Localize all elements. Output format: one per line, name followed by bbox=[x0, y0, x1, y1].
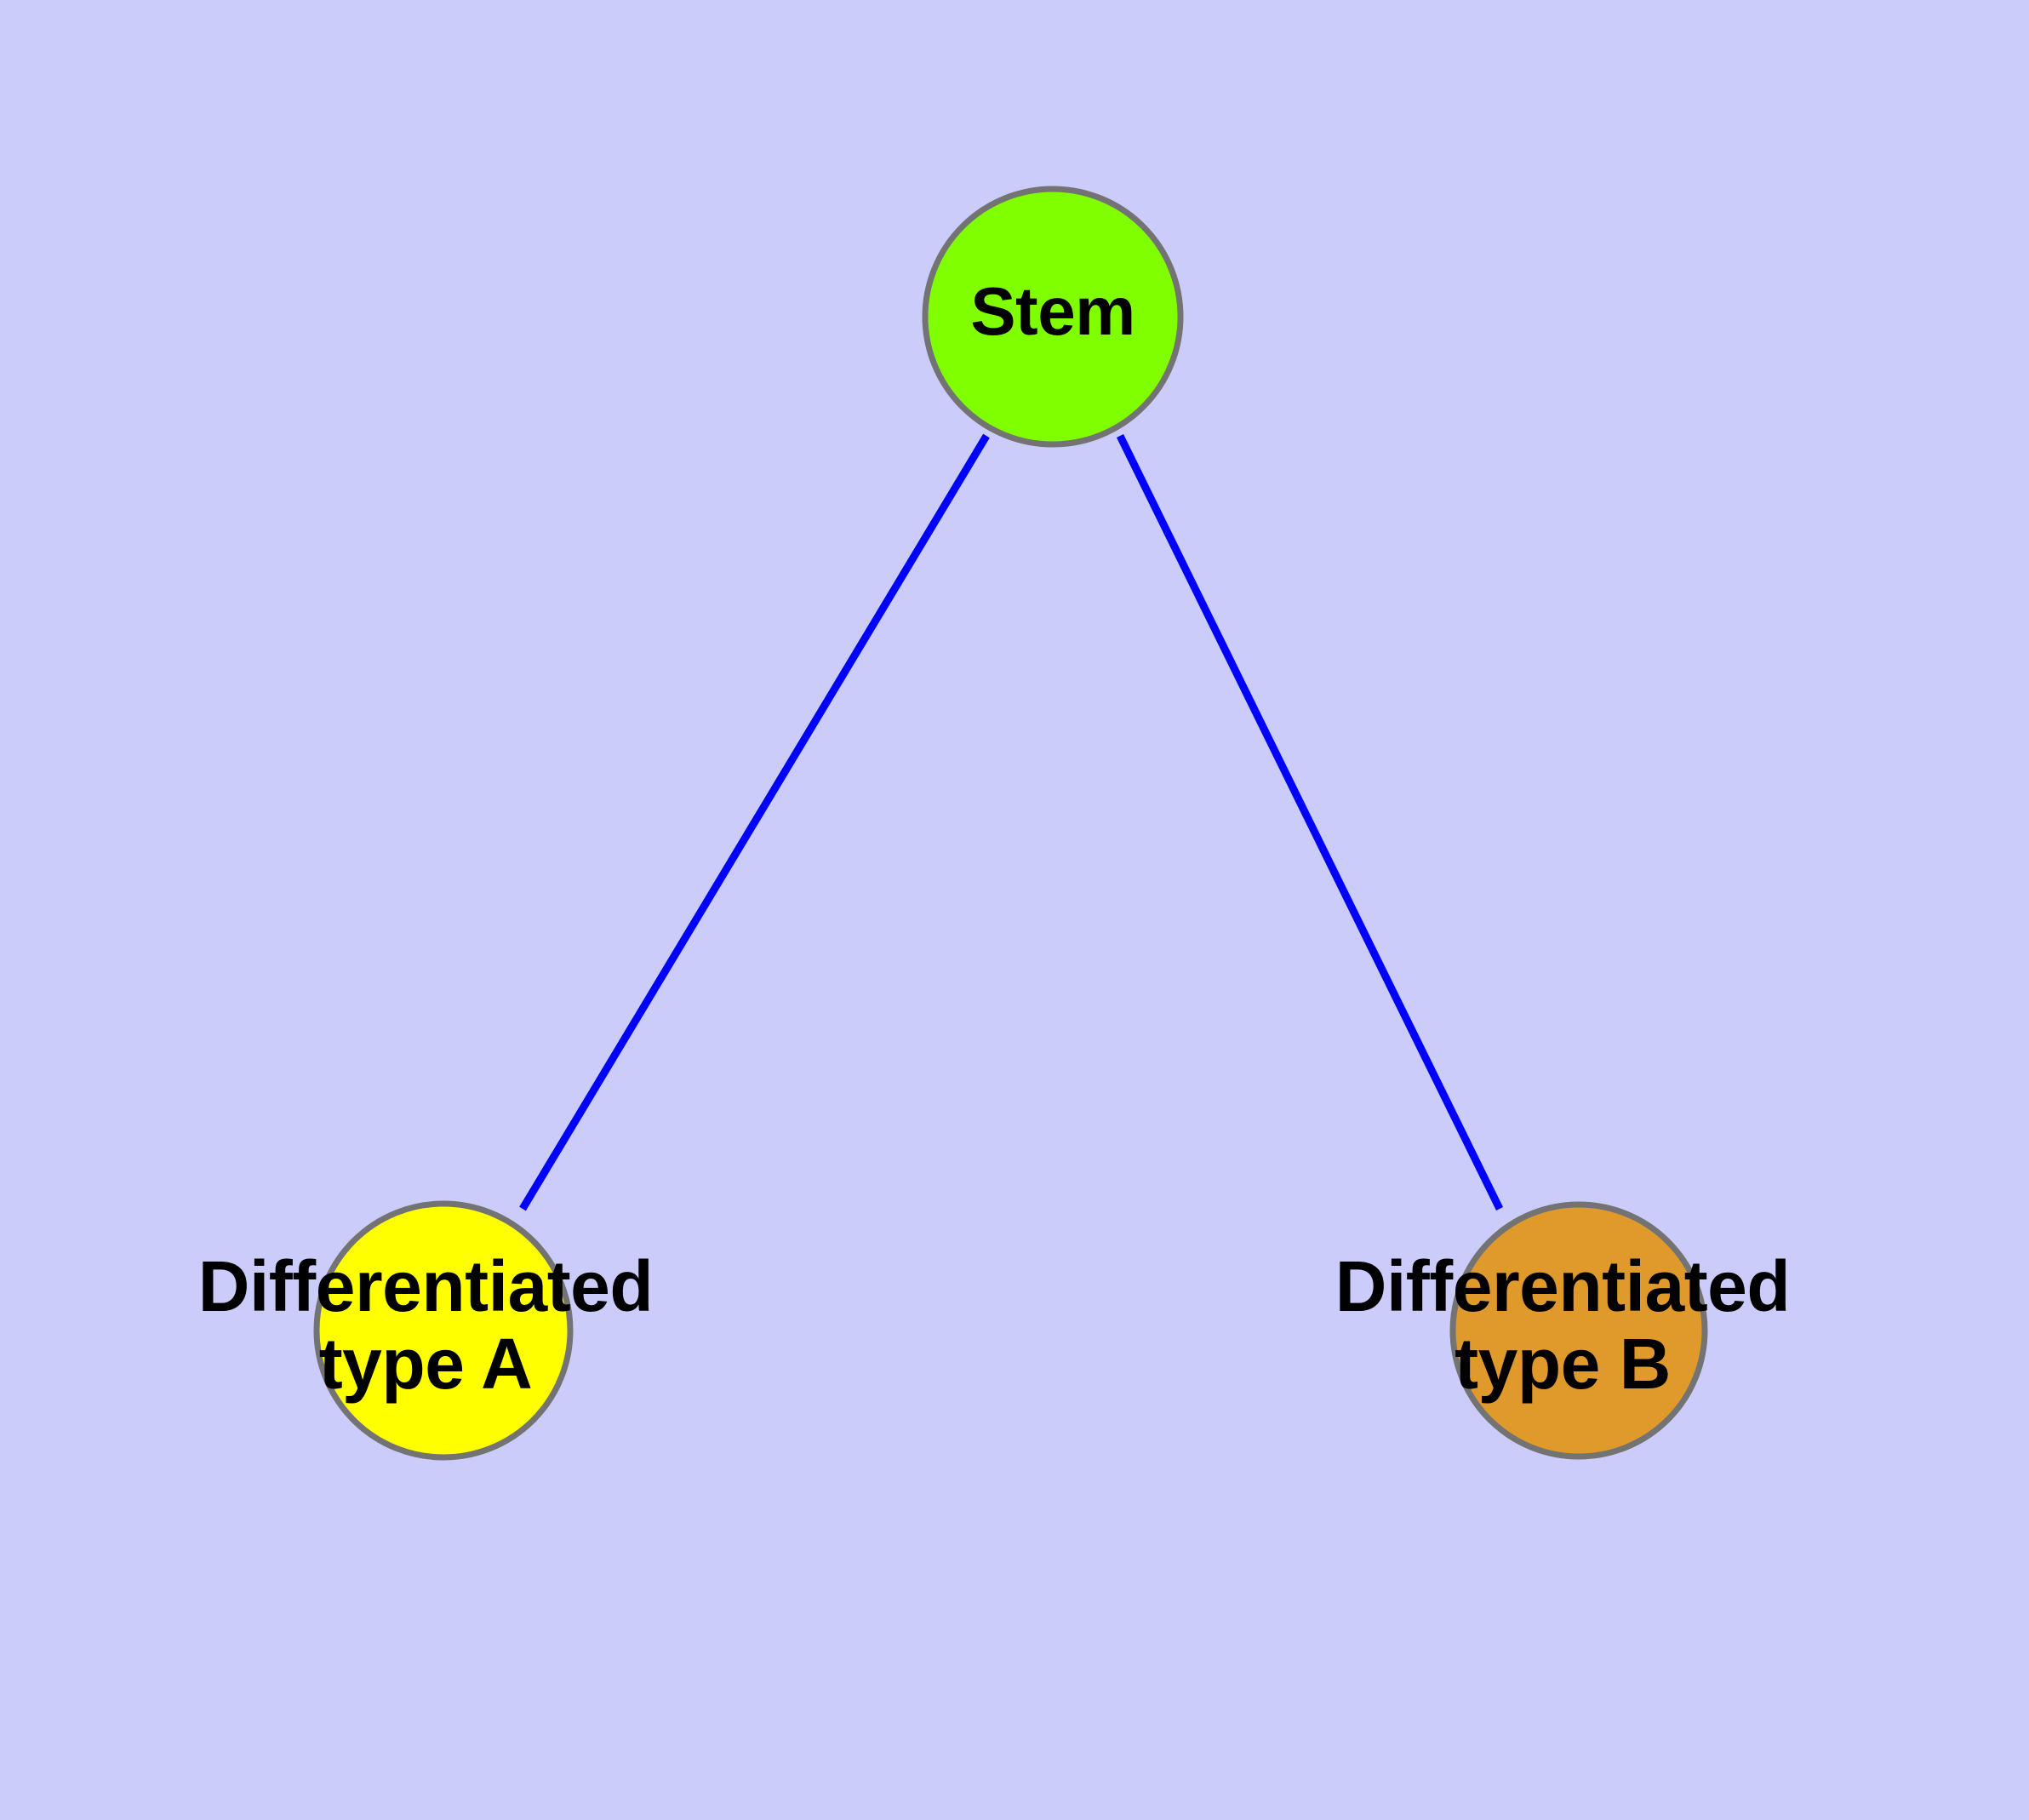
node-circle-diffA[interactable] bbox=[313, 1200, 574, 1461]
edges-layer bbox=[519, 433, 1504, 1211]
edge-stem-diffB[interactable] bbox=[1116, 434, 1504, 1210]
node-circle-diffB[interactable] bbox=[1449, 1201, 1708, 1460]
nodes-layer bbox=[313, 186, 1708, 1461]
node-circle-stem[interactable] bbox=[922, 186, 1184, 448]
edge-stem-diffA[interactable] bbox=[519, 433, 990, 1211]
